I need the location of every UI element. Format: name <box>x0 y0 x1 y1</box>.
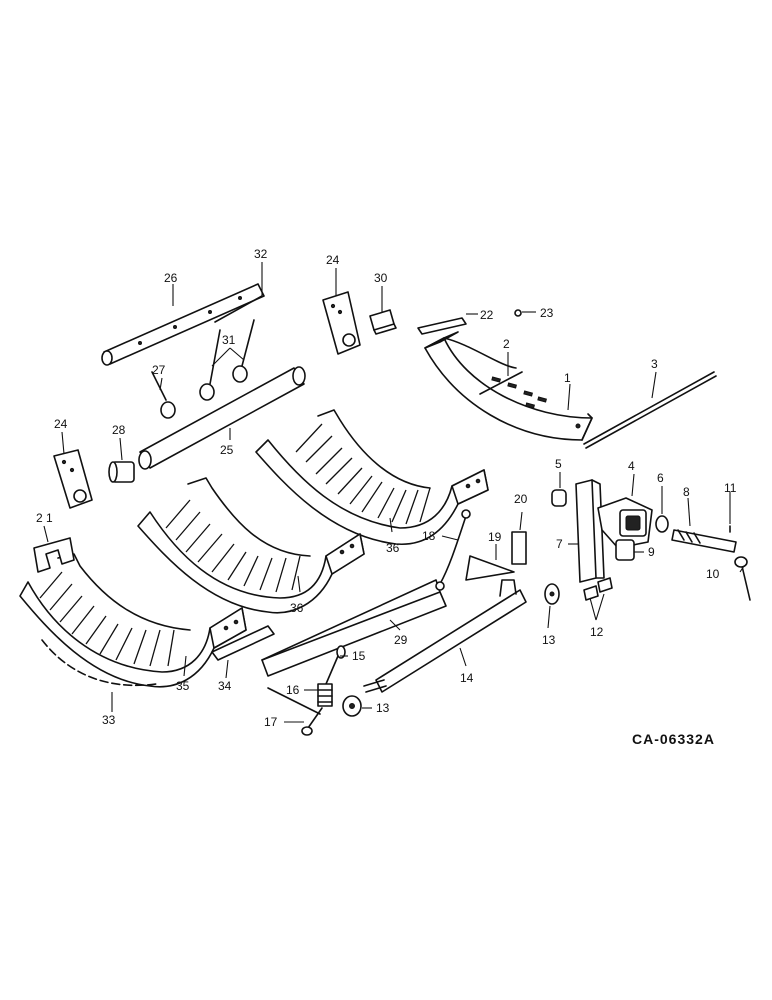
callout-3: 3 <box>651 357 658 371</box>
callout-24-left: 24 <box>54 417 68 431</box>
part-21-bracket <box>33 537 75 573</box>
callout-7: 7 <box>556 537 563 551</box>
part-36-grate-right <box>255 409 489 546</box>
callout-5: 5 <box>555 457 562 471</box>
callout-25: 25 <box>220 443 234 457</box>
callout-16: 16 <box>286 683 300 697</box>
part-34-plate <box>211 625 275 661</box>
callout-17: 17 <box>264 715 278 729</box>
callout-24-upper: 24 <box>326 253 340 267</box>
callout-34: 34 <box>218 679 232 693</box>
part-6-bushing <box>655 515 669 533</box>
leader-lines <box>43 262 745 723</box>
callout-27: 27 <box>152 363 166 377</box>
callout-4: 4 <box>628 459 635 473</box>
part-26-tube <box>101 283 265 366</box>
part-2-bar <box>479 371 523 395</box>
part-7-channel <box>575 479 605 583</box>
callout-13a: 13 <box>542 633 556 647</box>
part-20-plate <box>511 531 527 565</box>
callout-29: 29 <box>394 633 408 647</box>
part-5-nut <box>551 489 567 507</box>
part-24-bracket-upper <box>322 291 361 355</box>
part-14-cross-shaft <box>363 579 527 693</box>
callout-2: 2 <box>503 337 510 351</box>
callout-32: 32 <box>254 247 268 261</box>
callout-10: 10 <box>706 567 720 581</box>
callout-31: 31 <box>222 333 236 347</box>
part-25-shaft <box>138 366 306 470</box>
callout-33: 33 <box>102 713 116 727</box>
part-9-block <box>615 539 635 561</box>
part-23-washer <box>514 309 522 317</box>
callout-21: 2 1 <box>36 511 53 525</box>
part-24-bracket-left <box>53 449 93 509</box>
callout-36-right: 36 <box>386 541 400 555</box>
callout-30: 30 <box>374 271 388 285</box>
part-4-bearing-housing <box>597 497 653 549</box>
callout-18: 18 <box>422 529 436 543</box>
callout-19: 19 <box>488 530 502 544</box>
part-8-shaft <box>671 529 737 553</box>
callout-14: 14 <box>460 671 474 685</box>
part-18-link <box>435 509 471 591</box>
callout-22: 22 <box>480 308 494 322</box>
part-12-clips <box>583 577 613 601</box>
part-33-strip <box>41 639 157 687</box>
part-19-wedge <box>465 555 515 581</box>
callout-20: 20 <box>514 492 528 506</box>
callout-9: 9 <box>648 545 655 559</box>
callout-36-middle: 36 <box>290 601 304 615</box>
part-27-eye-bolt <box>151 371 176 419</box>
part-31-eye-bolts <box>199 319 255 401</box>
part-28-bushing <box>108 461 135 483</box>
callout-6: 6 <box>657 471 664 485</box>
callout-8: 8 <box>683 485 690 499</box>
part-13-disc-b <box>342 695 362 717</box>
part-17-link <box>267 687 323 736</box>
part-1-concave-section <box>424 331 593 441</box>
callout-labels: 1 2 3 4 5 6 7 8 9 10 11 12 13 13 14 15 1… <box>36 247 737 747</box>
callout-23: 23 <box>540 306 554 320</box>
callout-11: 11 <box>724 481 737 495</box>
callout-26: 26 <box>164 271 178 285</box>
part-3-rod <box>583 371 717 449</box>
callout-15: 15 <box>352 649 366 663</box>
part-15-rod <box>325 645 346 685</box>
callout-28: 28 <box>112 423 126 437</box>
callout-1: 1 <box>564 371 571 385</box>
part-22-plate <box>417 317 467 335</box>
part-10-bolt <box>734 556 751 601</box>
part-36-grate-middle <box>137 477 365 614</box>
diagram-reference-code: CA-06332A <box>632 731 715 747</box>
part-35-grate-left <box>19 553 247 688</box>
callout-12: 12 <box>590 625 604 639</box>
part-30-block <box>369 309 397 335</box>
part-13-disc-a <box>544 583 560 605</box>
part-32-rod <box>214 295 263 323</box>
callout-13b: 13 <box>376 701 390 715</box>
callout-35: 35 <box>176 679 190 693</box>
part-16-spring <box>317 683 333 707</box>
